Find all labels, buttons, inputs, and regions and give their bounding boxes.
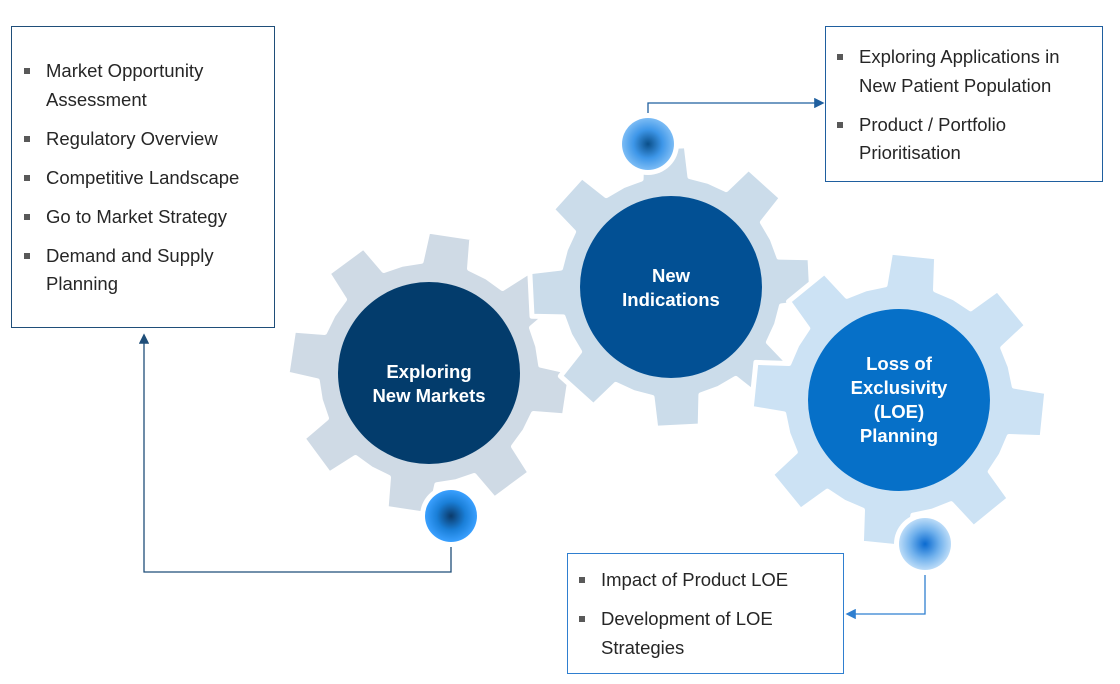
list-item: Market Opportunity Assessment <box>18 57 274 114</box>
gear-label-line: Exclusivity <box>850 377 948 398</box>
gear-label-loe-planning: Loss of Exclusivity (LOE) Planning <box>808 328 990 472</box>
list-item: Development of LOE Strategies <box>573 605 801 662</box>
gear-label-line: Loss of <box>866 353 932 374</box>
knob-icon <box>899 518 951 570</box>
gear-hub-loe-planning <box>808 309 990 491</box>
knob-icon <box>425 490 477 542</box>
gear-label-line: (LOE) <box>873 401 925 422</box>
list-item: Product / Portfolio Prioritisation <box>831 111 1039 168</box>
bullet-icon <box>24 174 30 181</box>
bullet-icon <box>24 135 30 142</box>
bullet-icon <box>579 577 585 583</box>
indications-list: Exploring Applications in New Patient Po… <box>831 43 1102 168</box>
list-item: Demand and Supply Planning <box>18 242 236 299</box>
indications-box: Exploring Applications in New Patient Po… <box>825 26 1103 182</box>
gear-label-line: Indications <box>622 289 720 310</box>
bullet-icon <box>837 121 843 128</box>
bullet-icon <box>579 616 585 622</box>
gear-label-line: Planning <box>859 425 939 446</box>
bullet-icon <box>837 54 843 60</box>
bullet-icon <box>24 252 30 259</box>
list-item: Exploring Applications in New Patient Po… <box>831 43 1084 100</box>
loe-list: Impact of Product LOE Development of LOE… <box>573 566 843 662</box>
list-item: Competitive Landscape <box>18 164 274 193</box>
gear-text: Loss of Exclusivity (LOE) Planning <box>851 352 948 448</box>
connector-loe <box>845 568 926 620</box>
gear-label-line: Exploring <box>386 361 472 382</box>
markets-list: Market Opportunity Assessment Regulatory… <box>18 57 274 299</box>
list-item: Impact of Product LOE <box>573 566 843 595</box>
gear-hub-exploring-new-markets <box>338 282 520 464</box>
gear-label-line: New Markets <box>372 385 486 406</box>
list-item: Go to Market Strategy <box>18 203 274 232</box>
bullet-icon <box>24 213 30 220</box>
connector-indications <box>647 97 825 120</box>
gear-label-line: New <box>651 265 691 286</box>
markets-box: Market Opportunity Assessment Regulatory… <box>11 26 275 328</box>
bullet-icon <box>24 68 30 74</box>
loe-box: Impact of Product LOE Development of LOE… <box>567 553 844 674</box>
connector-markets <box>138 333 452 573</box>
gear-hub-new-indications <box>580 196 762 378</box>
knob-icon <box>622 118 674 170</box>
list-item: Regulatory Overview <box>18 125 274 154</box>
gears <box>284 113 1050 575</box>
